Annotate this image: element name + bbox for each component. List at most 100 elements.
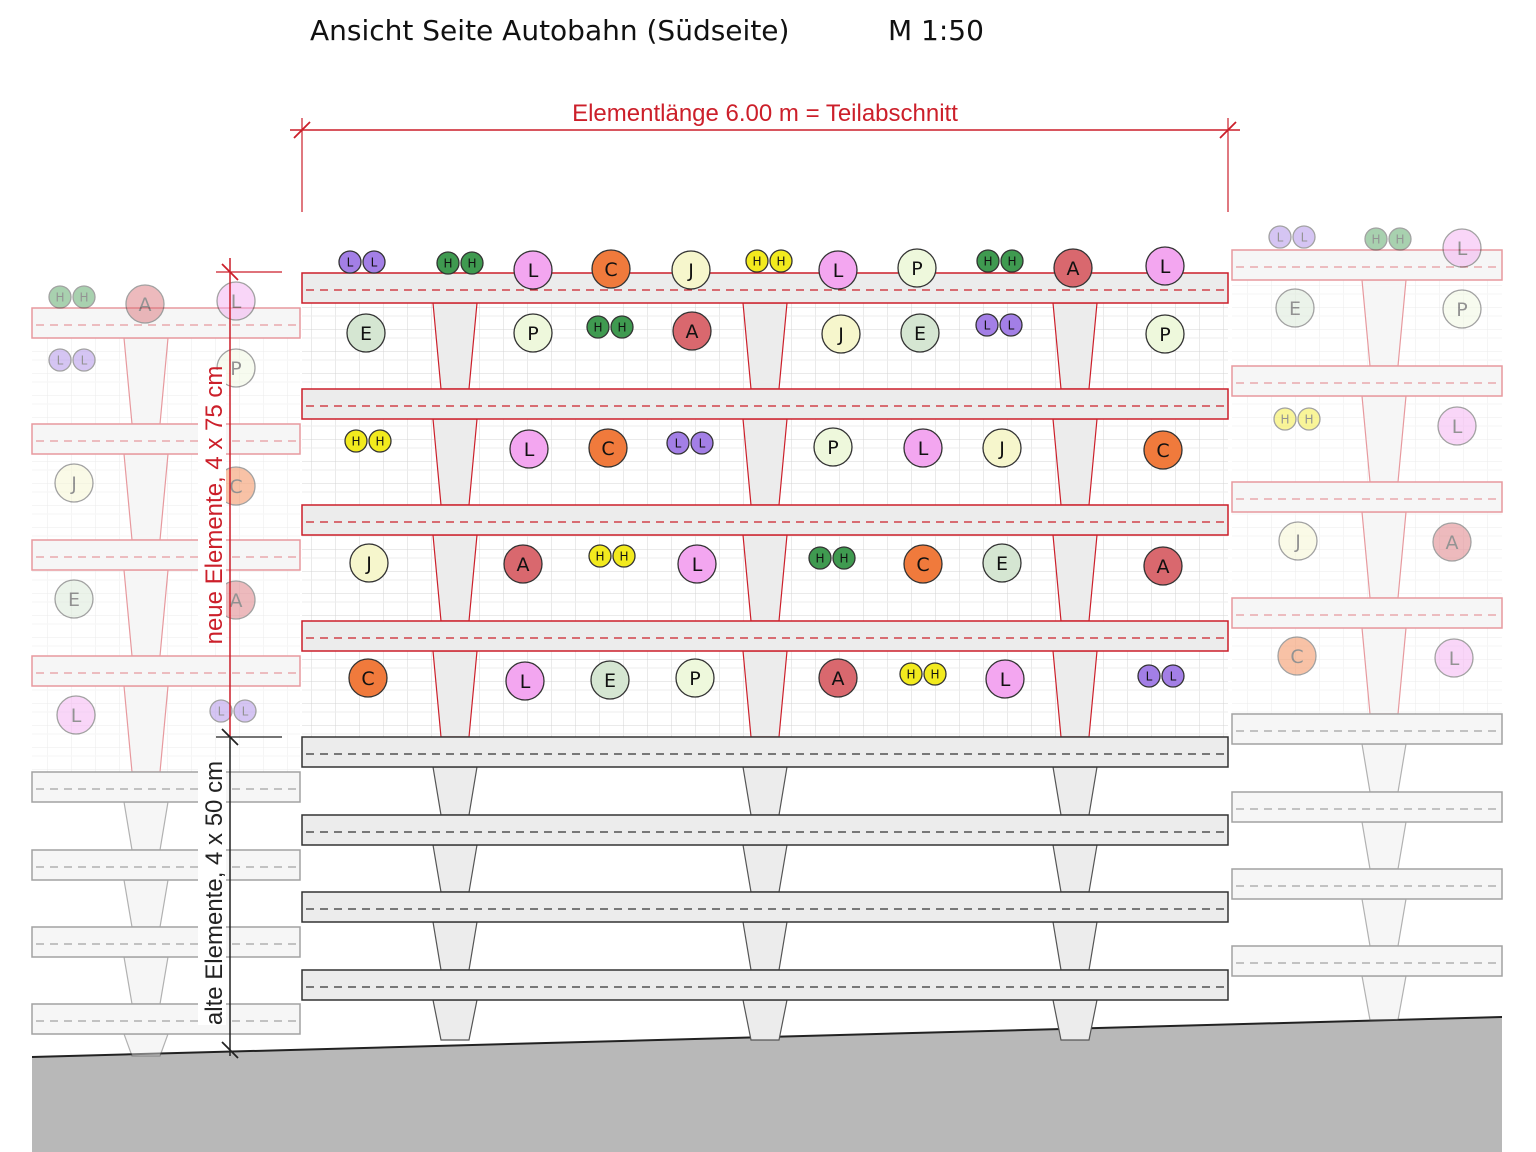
post (123, 685, 169, 773)
drawing-title: Ansicht Seite Autobahn (Südseite) (310, 14, 790, 47)
plant-circle (1278, 521, 1318, 561)
plant-letter: P (911, 258, 922, 280)
plant-circle (1137, 664, 1161, 688)
planting-grid (1232, 396, 1502, 482)
plant-letter: C (361, 668, 374, 690)
plant-letter: P (230, 358, 241, 380)
plant-letter: L (692, 554, 703, 576)
post (123, 1033, 169, 1057)
plant-circle (903, 544, 943, 584)
plant-circle (344, 429, 368, 453)
plant-circle (436, 251, 460, 275)
plant-letter: H (983, 254, 992, 268)
plant-circle (666, 431, 690, 455)
plant-letter: L (1457, 238, 1468, 260)
new-elements-dimension: neue Elemente, 4 x 75 cm (201, 366, 228, 645)
plant-letter: L (231, 291, 242, 313)
post (1052, 999, 1098, 1041)
label-mask (198, 370, 226, 640)
plant-letter: J (998, 438, 1005, 460)
old-elements-dim-tick (221, 1041, 239, 1059)
plant-letter: L (218, 704, 225, 718)
plant-letter: H (351, 434, 360, 448)
post (123, 801, 169, 851)
plant-circle (1275, 288, 1315, 328)
plant-circle (1292, 225, 1316, 249)
crossbeam (1231, 945, 1503, 977)
plant-letter: E (604, 670, 616, 692)
plant-circle (769, 249, 793, 273)
plant-circle (503, 544, 543, 584)
plant-circle (818, 250, 858, 290)
plant-letter: L (1452, 416, 1463, 438)
plant-letter: L (1146, 669, 1153, 683)
plant-circle (362, 250, 386, 274)
planting-grid (1232, 628, 1502, 714)
post (123, 453, 169, 541)
post (1361, 627, 1407, 715)
post (432, 302, 478, 390)
plant-letter: P (827, 437, 838, 459)
plant-letter: P (1456, 299, 1467, 321)
plant-letter: A (1157, 556, 1170, 578)
plant-circle (1000, 249, 1024, 273)
crossbeam (31, 1003, 301, 1035)
crossbeam (1231, 868, 1503, 900)
plant-circle (612, 544, 636, 568)
post (742, 534, 788, 622)
plant-circle (513, 313, 553, 353)
crossbeam (301, 891, 1229, 923)
post (1361, 898, 1407, 947)
post (432, 418, 478, 506)
plant-letter: H (930, 667, 939, 681)
plant-letter: C (1290, 646, 1303, 668)
plant-letter: L (699, 436, 706, 450)
plant-circle (368, 429, 392, 453)
length-dim-tick (1219, 121, 1237, 139)
plant-letter: H (375, 434, 384, 448)
plant-letter: A (517, 554, 530, 576)
plant-letter: H (1371, 232, 1380, 246)
plant-circle (1437, 406, 1477, 446)
plant-letter: J (1294, 531, 1301, 553)
planting-grid (32, 338, 300, 424)
plant-letter: L (81, 353, 88, 367)
crossbeam (301, 504, 1229, 536)
crossbeam (301, 969, 1229, 1001)
plant-circle (1364, 227, 1388, 251)
plant-letter: J (837, 324, 844, 346)
post (1052, 418, 1098, 506)
plant-letter: E (914, 323, 926, 345)
crossbeam (1231, 249, 1503, 281)
post (1361, 511, 1407, 599)
plant-circle (54, 463, 94, 503)
plant-circle (588, 544, 612, 568)
plant-letter: H (595, 549, 604, 563)
crossbeam (1231, 597, 1503, 629)
plant-circle (209, 699, 233, 723)
post (1361, 279, 1407, 367)
post (1052, 844, 1098, 893)
plant-circle (48, 348, 72, 372)
plant-circle (56, 695, 96, 735)
plant-letter: L (1301, 230, 1308, 244)
main-section (301, 272, 1229, 1041)
plant-letter: L (57, 353, 64, 367)
post (1052, 534, 1098, 622)
plant-circle (900, 313, 940, 353)
plant-circle (818, 658, 858, 698)
plant-letter: L (1008, 318, 1015, 332)
plant-letter: A (1067, 258, 1080, 280)
old-elements-dim-tick (221, 728, 239, 746)
plant-circle (985, 659, 1025, 699)
plant-circle (1388, 227, 1412, 251)
plant-letter: H (1395, 232, 1404, 246)
plant-letter: L (1449, 648, 1460, 670)
plant-circle (982, 428, 1022, 468)
plant-circle (233, 699, 257, 723)
plant-letter: H (752, 254, 761, 268)
crossbeam (31, 771, 301, 803)
